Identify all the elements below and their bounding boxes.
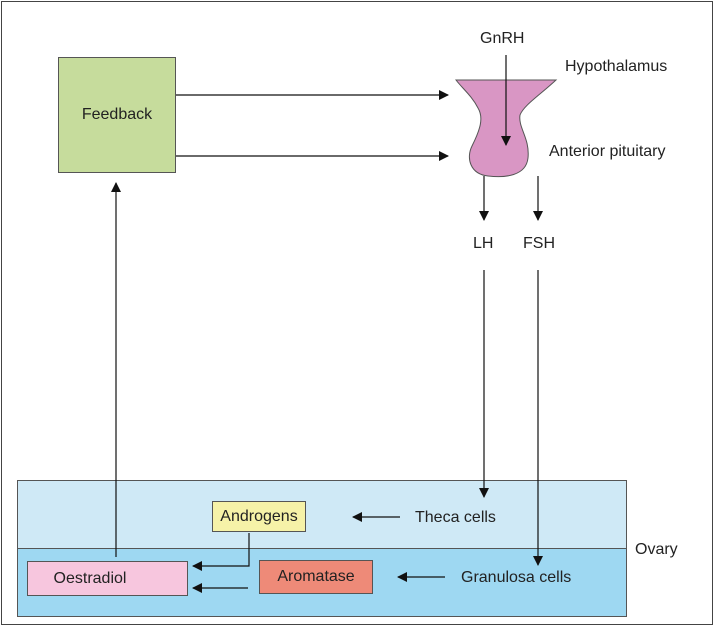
theca-cell-layer: [17, 480, 627, 549]
anterior-pituitary-label: Anterior pituitary: [549, 143, 666, 160]
aromatase-box: Aromatase: [259, 560, 373, 594]
androgens-box: Androgens: [212, 501, 306, 532]
feedback-box: Feedback: [58, 57, 176, 173]
feedback-label: Feedback: [81, 106, 153, 123]
androgens-label: Androgens: [220, 507, 298, 525]
granulosa-cells-label: Granulosa cells: [461, 569, 572, 586]
theca-cells-label: Theca cells: [415, 509, 496, 526]
ovary-label: Ovary: [635, 541, 678, 558]
hypothalamus-label: Hypothalamus: [565, 58, 668, 75]
androgens-to-oestradiol-arrow: [192, 533, 250, 571]
gnrh-label: GnRH: [480, 30, 525, 47]
oestradiol-box: Oestradiol: [27, 561, 188, 596]
fsh-label: FSH: [523, 235, 555, 252]
oestradiol-label: Oestradiol: [53, 569, 127, 587]
lh-label: LH: [473, 235, 494, 252]
aromatase-label: Aromatase: [277, 568, 355, 585]
